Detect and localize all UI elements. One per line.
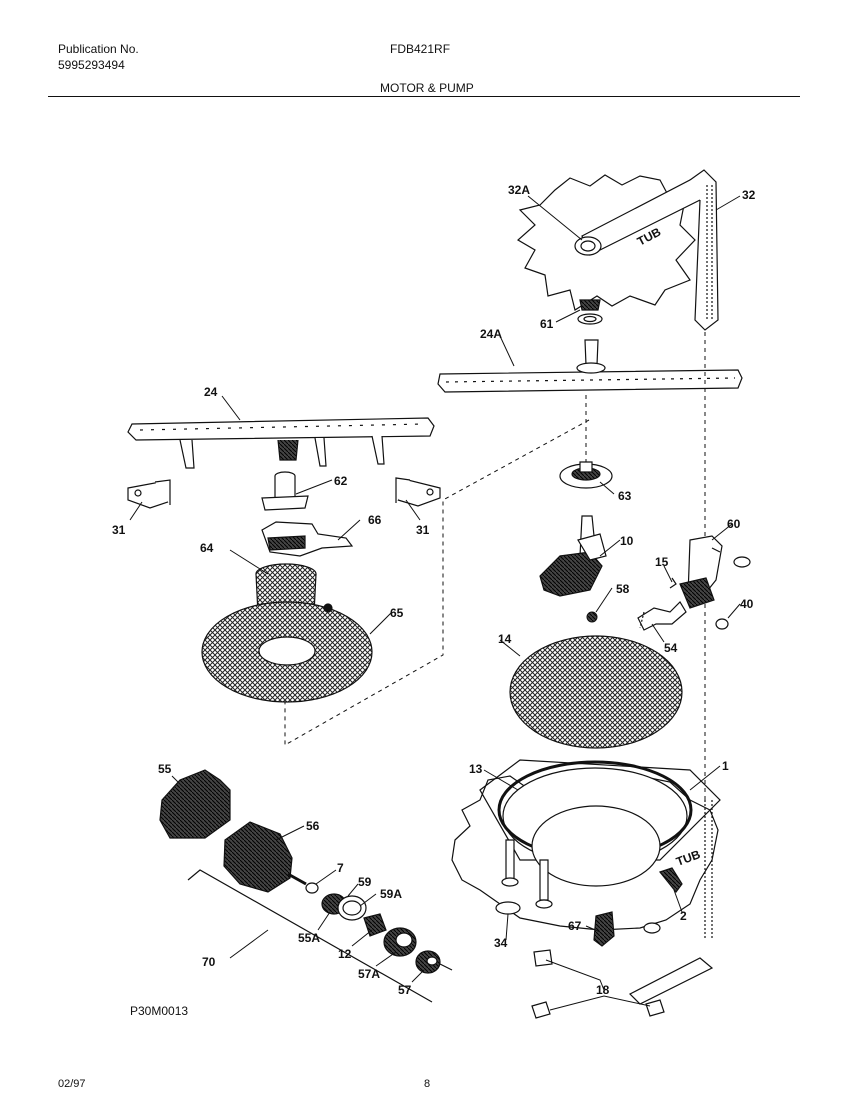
part-10-pump-housing [539,515,607,597]
label-14: 14 [498,632,512,646]
upper-tub-section [516,169,719,331]
part-63-cap [559,461,613,489]
label-18: 18 [596,983,610,997]
publication-label: Publication No. [58,42,139,56]
part-31-brackets [127,477,441,509]
page-number: 8 [424,1078,431,1090]
lower-tub-section [451,759,721,1005]
label-2: 2 [680,909,687,923]
label-34: 34 [494,936,508,950]
label-24: 24 [204,385,218,399]
label-15: 15 [655,555,669,569]
label-54: 54 [664,641,678,655]
part-labels: 32A 32 61 24A 24 62 63 31 66 31 10 60 64… [112,183,756,997]
label-32: 32 [742,188,756,202]
label-40: 40 [740,597,754,611]
header-rule [48,96,800,97]
label-59: 59 [358,875,372,889]
motor-assembly [159,769,453,974]
label-31-right: 31 [416,523,430,537]
label-65: 65 [390,606,404,620]
label-32a: 32A [508,183,530,197]
label-70: 70 [202,955,216,969]
section-title: MOTOR & PUMP [380,81,474,95]
part-24-lower-spray-arm [127,417,435,469]
label-66: 66 [368,513,382,527]
label-12: 12 [338,947,352,961]
part-66-chopper [261,521,354,557]
part-60-inlet-valve [669,535,751,630]
publication-number: 5995293494 [58,58,125,72]
lower-fasteners [495,839,683,1019]
label-58: 58 [616,582,630,596]
publication-date: 02/97 [58,1078,86,1090]
label-59a: 59A [380,887,402,901]
label-55: 55 [158,762,172,776]
leader-lines [129,195,741,1011]
label-1: 1 [722,759,729,773]
label-7: 7 [337,861,344,875]
model-number: FDB421RF [390,42,451,56]
label-31-left: 31 [112,523,126,537]
label-64: 64 [200,541,214,555]
part-58-ball [586,611,598,623]
label-55a: 55A [298,931,320,945]
label-61: 61 [540,317,554,331]
part-24a-upper-spray-arm [437,339,743,393]
part-61-seal [577,299,603,325]
label-57: 57 [398,983,412,997]
part-54-hose [637,601,687,631]
label-13: 13 [469,762,483,776]
part-70-bracket-line [187,869,433,1003]
drawing-code: P30M0013 [130,1004,189,1018]
label-24a: 24A [480,327,502,341]
part-14-filter-screen [509,635,683,749]
label-67: 67 [568,919,582,933]
label-63: 63 [618,489,632,503]
label-56: 56 [306,819,320,833]
label-10: 10 [620,534,634,548]
label-57a: 57A [358,967,380,981]
part-62-hub [261,471,309,511]
part-65-fine-filter [201,601,373,703]
label-60: 60 [727,517,741,531]
label-62: 62 [334,474,348,488]
